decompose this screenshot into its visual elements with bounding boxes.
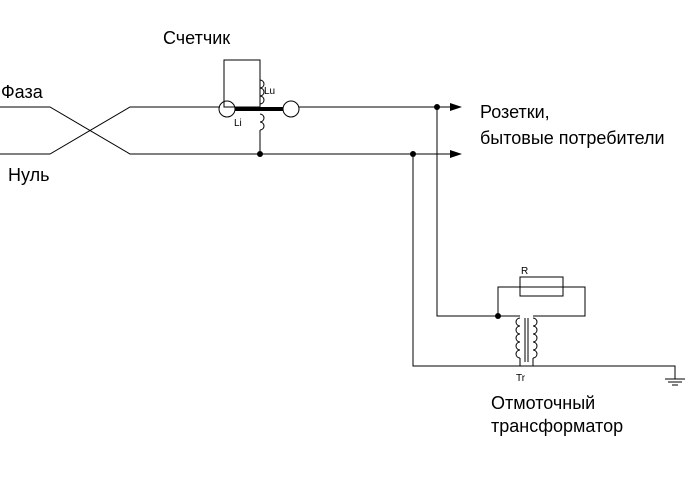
meter-terminal-right xyxy=(282,100,300,118)
input-wires xyxy=(0,106,220,155)
resistor-body xyxy=(519,276,564,297)
transformer-label-line2: трансформатор xyxy=(491,416,623,436)
ground-icon xyxy=(665,378,685,386)
phase-tap-wire xyxy=(436,107,520,317)
phase-input-wire xyxy=(0,106,145,155)
neutral-label: Нуль xyxy=(8,165,49,185)
resistor-label: R xyxy=(521,266,528,277)
neutral-tap-wire xyxy=(412,154,676,379)
neutral-output-arrow xyxy=(450,150,462,158)
neutral-input-wire xyxy=(0,106,220,155)
junction-transformer xyxy=(495,313,501,319)
lu-label: Lu xyxy=(264,86,275,97)
meter-voltage-loop xyxy=(223,59,261,108)
voltage-coil-lu xyxy=(259,79,265,105)
transformer-primary-winding xyxy=(515,317,521,359)
phase-label: Фаза xyxy=(1,82,44,102)
output-lines xyxy=(145,103,462,158)
transformer-tag: Tr xyxy=(516,373,526,384)
outlets-label-line2: бытовые потребители xyxy=(480,128,665,148)
li-label: Li xyxy=(234,118,242,129)
resistor-loop xyxy=(497,286,586,317)
transformer-secondary-winding xyxy=(532,317,538,359)
transformer-feed xyxy=(412,107,676,379)
meter-title: Счетчик xyxy=(163,28,230,48)
meter-terminal-left xyxy=(218,100,236,118)
transformer-label-line1: Отмоточный xyxy=(491,393,595,413)
phase-output-arrow xyxy=(450,103,462,111)
current-coil-li xyxy=(259,113,265,131)
electricity-meter: Lu Li Счетчик xyxy=(163,28,300,154)
winding-transformer: R Tr xyxy=(495,266,586,384)
junction-meter-neutral xyxy=(257,151,263,157)
outlets-label-line1: Розетки, xyxy=(480,102,550,122)
